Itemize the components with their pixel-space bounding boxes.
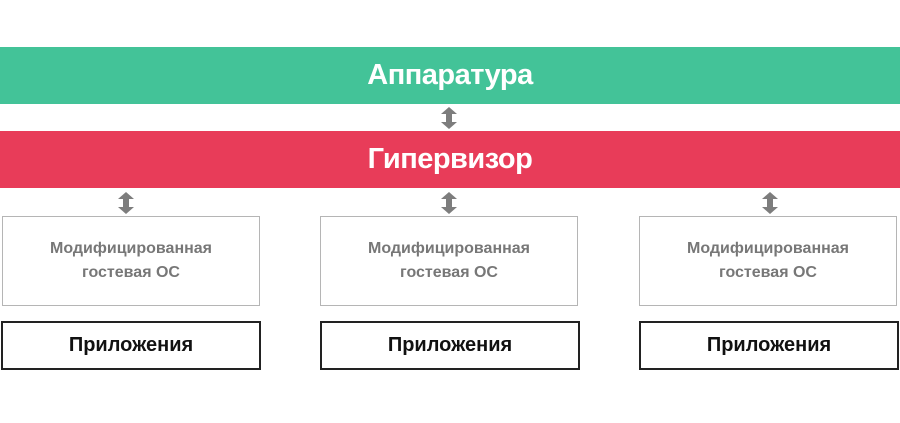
- applications-label: Приложения: [387, 334, 513, 356]
- guest-os-line1: Модифицированная: [686, 240, 850, 257]
- guest-os-line2: гостевая ОС: [400, 264, 498, 281]
- hardware-layer: Аппаратура: [0, 47, 900, 104]
- hardware-label: Аппаратура: [367, 59, 533, 91]
- bidirectional-arrow-icon: [441, 192, 457, 214]
- guest-os-line1: Модифицированная: [49, 240, 213, 257]
- hypervisor-label: Гипервизор: [367, 143, 533, 175]
- guest-os-box: Модифицированная гостевая ОС: [2, 216, 260, 306]
- bidirectional-arrow-icon: [441, 107, 457, 129]
- applications-box: Приложения: [320, 321, 580, 370]
- hypervisor-layer: Гипервизор: [0, 131, 900, 188]
- guest-os-line1: Модифицированная: [367, 240, 531, 257]
- applications-label: Приложения: [68, 334, 194, 356]
- guest-os-box: Модифицированная гостевая ОС: [639, 216, 897, 306]
- guest-os-line2: гостевая ОС: [82, 264, 180, 281]
- applications-box: Приложения: [1, 321, 261, 370]
- bidirectional-arrow-icon: [118, 192, 134, 214]
- bidirectional-arrow-icon: [762, 192, 778, 214]
- guest-os-box: Модифицированная гостевая ОС: [320, 216, 578, 306]
- applications-label: Приложения: [706, 334, 832, 356]
- applications-box: Приложения: [639, 321, 899, 370]
- guest-os-line2: гостевая ОС: [719, 264, 817, 281]
